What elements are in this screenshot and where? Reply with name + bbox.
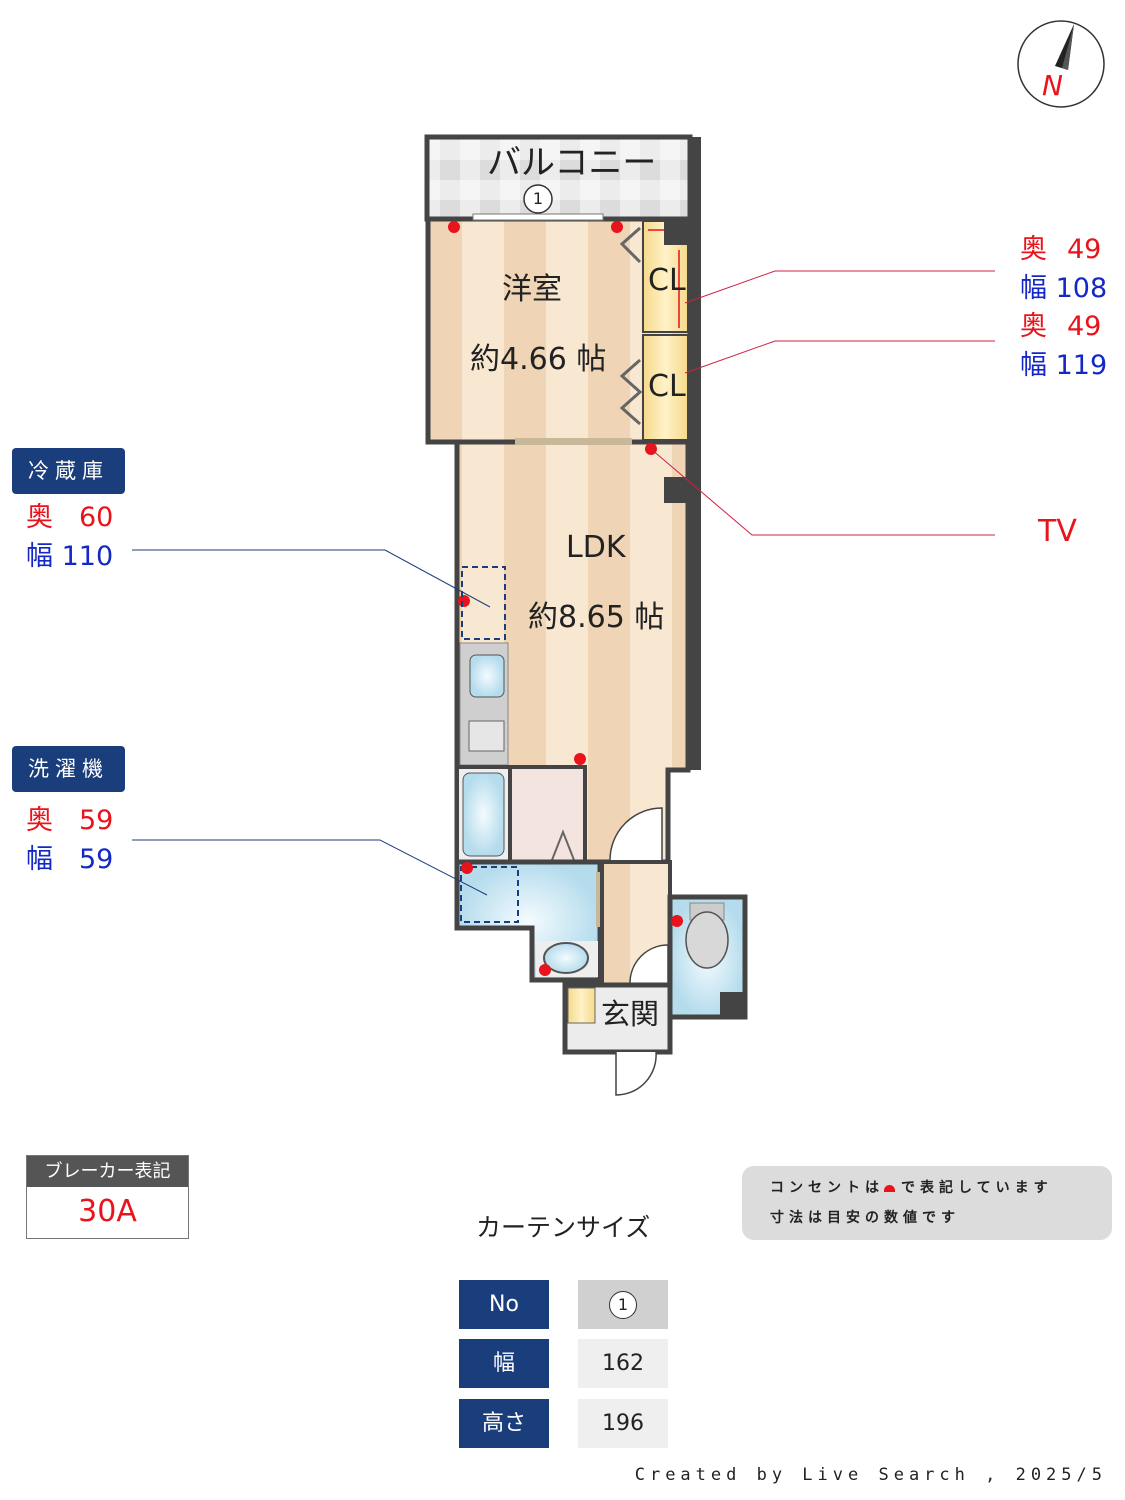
curtain-header-width: 幅 — [459, 1339, 549, 1388]
note-line1-a: コンセントは — [770, 1180, 884, 1196]
curtain-value-width: 162 — [578, 1339, 668, 1388]
compass-north-label: N — [1042, 69, 1063, 102]
closet-2 — [642, 334, 689, 441]
footer-credit: Created by Live Search , 2025/5 — [634, 1465, 1107, 1485]
tv-callout-line — [650, 448, 995, 536]
bedroom-size: 約4.66 帖 — [470, 342, 607, 377]
note-line1-b: で表記しています — [901, 1180, 1053, 1196]
ldk-size: 約8.65 帖 — [528, 600, 665, 635]
outlet-icon — [884, 1185, 895, 1192]
utility-room — [508, 765, 587, 864]
window-number: 1 — [532, 189, 544, 208]
fridge-tag: 冷蔵庫 — [12, 448, 125, 494]
washer-callout-line — [132, 839, 488, 896]
compass-icon — [1017, 20, 1105, 108]
depth-label: 奥 — [1020, 311, 1047, 342]
ldk-label: LDK — [566, 530, 626, 565]
fridge-depth: 60 — [79, 502, 114, 533]
curtain-window-marker — [523, 184, 553, 214]
fridge-depth-label: 奥 — [26, 502, 53, 533]
fridge-width: 110 — [61, 541, 114, 572]
depth-value: 49 — [1067, 311, 1102, 342]
legend-note: コンセントは で表記しています 寸法は目安の数値です — [742, 1166, 1112, 1240]
curtain-title: カーテンサイズ — [476, 1213, 651, 1242]
washer-width-label: 幅 — [26, 844, 53, 875]
depth-value: 49 — [1067, 234, 1102, 265]
depth-label: 奥 — [1020, 234, 1047, 265]
width-value: 119 — [1055, 350, 1108, 381]
washer-depth: 59 — [79, 805, 114, 836]
washer-width: 59 — [79, 844, 114, 875]
width-value: 108 — [1055, 273, 1108, 304]
tv-label: TV — [1038, 514, 1077, 549]
curtain-header-no: No — [459, 1280, 549, 1329]
entrance-label: 玄関 — [601, 997, 660, 1031]
breaker-title: ブレーカー表記 — [27, 1156, 188, 1187]
curtain-value-height: 196 — [578, 1399, 668, 1448]
balcony-label: バルコニー — [487, 143, 657, 183]
washer-depth-label: 奥 — [26, 805, 53, 836]
fridge-width-label: 幅 — [26, 541, 53, 572]
closet-1-label: CL — [648, 263, 686, 298]
breaker-box: ブレーカー表記 30A — [26, 1155, 189, 1239]
breaker-value: 30A — [78, 1194, 137, 1229]
closet-2-label: CL — [648, 369, 686, 404]
width-label: 幅 — [1020, 350, 1047, 381]
curtain-value-no: 1 — [578, 1280, 668, 1329]
closet1-callout-line — [684, 270, 995, 304]
curtain-header-height: 高さ — [459, 1399, 549, 1448]
closet2-callout-line — [684, 340, 995, 374]
note-line2: 寸法は目安の数値です — [770, 1210, 960, 1226]
washer-tag: 洗濯機 — [12, 746, 125, 792]
bedroom-label: 洋室 — [502, 272, 562, 307]
width-label: 幅 — [1020, 273, 1047, 304]
fridge-callout-line — [132, 549, 491, 608]
